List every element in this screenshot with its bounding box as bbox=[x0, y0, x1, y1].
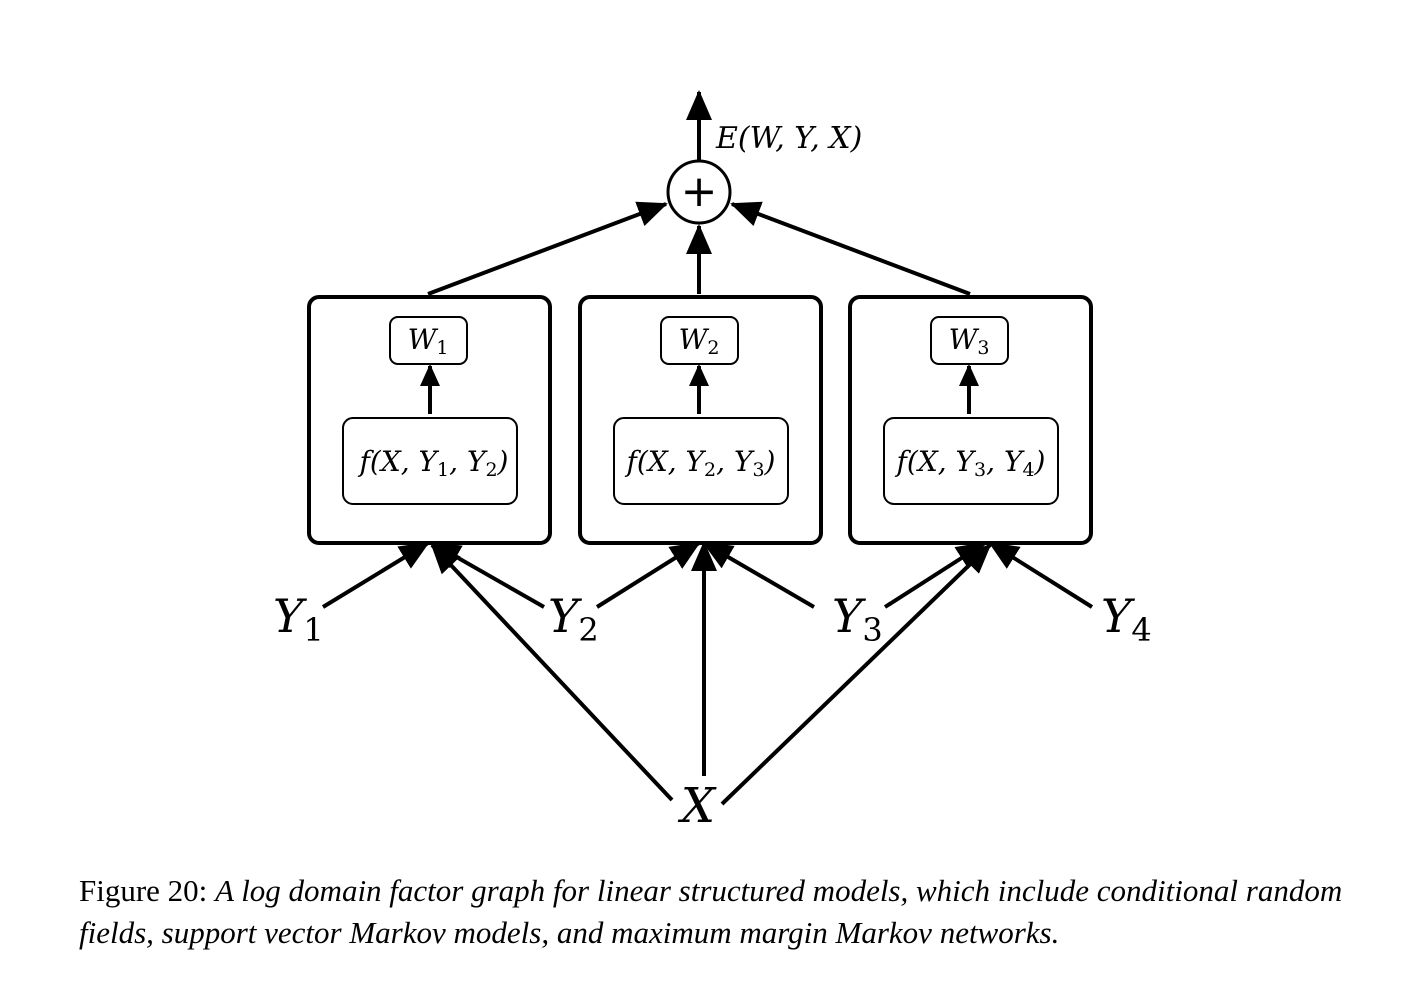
function-box-3 bbox=[883, 417, 1059, 505]
caption-label: Figure 20: bbox=[79, 873, 208, 908]
weight-label-2: W2 bbox=[679, 323, 720, 359]
x-to-factor3-arrow bbox=[720, 543, 992, 806]
figure-caption: Figure 20: A log domain factor graph for… bbox=[79, 870, 1369, 954]
y1-to-factor1-arrow bbox=[321, 541, 430, 609]
factor-graph-diagram: E(W, Y, X) + W1 f(X, Y1, Y2) W2 f(X, Y2,… bbox=[273, 90, 1152, 834]
function-box-2 bbox=[613, 417, 789, 505]
function-label-3: f(X, Y3, Y4) bbox=[895, 445, 1046, 481]
factor3-to-sum-arrow bbox=[730, 201, 971, 296]
y4-to-factor3-arrow bbox=[988, 541, 1094, 609]
function-label-1: f(X, Y1, Y2) bbox=[358, 445, 509, 481]
caption-text: A log domain factor graph for linear str… bbox=[79, 873, 1343, 950]
weight-label-3: W3 bbox=[949, 323, 990, 359]
output-energy-label: E(W, Y, X) bbox=[715, 121, 862, 156]
variable-label-y2: Y2 bbox=[548, 589, 599, 649]
x-to-factor1-arrow bbox=[430, 543, 674, 802]
sum-node bbox=[666, 159, 732, 225]
variable-label-y3: Y3 bbox=[832, 589, 883, 649]
factor-box-1: W1 f(X, Y1, Y2) bbox=[307, 295, 552, 545]
sum-node-symbol: + bbox=[681, 166, 718, 217]
factor-box-2: W2 f(X, Y2, Y3) bbox=[578, 295, 823, 545]
function-label-2: f(X, Y2, Y3) bbox=[625, 445, 776, 481]
input-label-x: X bbox=[677, 778, 717, 834]
factor1-to-sum-arrow bbox=[427, 201, 668, 296]
y2-to-factor2-arrow bbox=[595, 541, 701, 609]
variable-label-y4: Y4 bbox=[1101, 589, 1152, 649]
weight-label-1: W1 bbox=[408, 323, 449, 359]
y2-to-factor1-arrow bbox=[430, 541, 545, 609]
function-box-1 bbox=[342, 417, 518, 505]
variable-label-y1: Y1 bbox=[273, 589, 324, 649]
y3-to-factor2-arrow bbox=[702, 541, 816, 609]
factor-box-3: W3 f(X, Y3, Y4) bbox=[848, 295, 1093, 545]
